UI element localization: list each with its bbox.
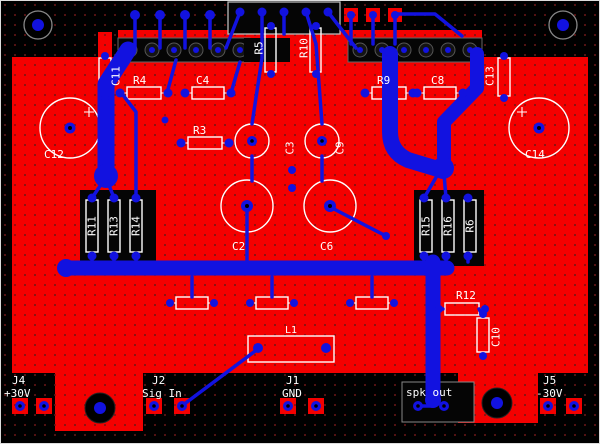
label-l1: L1 [285,325,297,336]
label-r10: R10 [298,38,311,58]
label-j1-net: GND [282,387,302,400]
polarity-mark-c14 [517,107,527,117]
label-r14: R14 [130,216,143,236]
label-c12: C12 [44,148,64,161]
label-c3: C3 [284,141,297,154]
label-r9: R9 [377,74,390,87]
label-r12: R12 [456,289,476,302]
label-j1: J1 [286,374,299,387]
label-j2-net: Sig In [142,387,182,400]
label-c2: C2 [232,240,245,253]
pads-and-vias [15,7,579,414]
label-r16: R16 [442,216,455,236]
silkscreen-labels: C11 C12 C13 C14 R4 C4 R5 R10 R9 C8 R3 C3… [4,38,563,400]
label-r15: R15 [420,216,433,236]
label-r11: R11 [86,216,99,236]
label-j5-net: -30V [536,387,563,400]
label-c8: C8 [431,74,444,87]
label-c11: C11 [110,66,123,86]
label-j4: J4 [12,374,26,387]
label-c13: C13 [484,66,497,86]
polarity-mark-c12 [84,107,94,117]
label-r6: R6 [464,219,477,232]
label-c6: C6 [320,240,333,253]
inductor-outline-l1 [247,335,335,363]
label-c10: C10 [490,327,503,347]
label-r3: R3 [193,124,206,137]
label-r5: R5 [253,41,266,54]
label-j4-net: +30V [4,387,31,400]
label-c9: C9 [334,141,347,154]
label-j2: J2 [152,374,165,387]
header-block-right [347,37,483,63]
label-r4: R4 [133,74,147,87]
label-c14: C14 [525,148,545,161]
label-j5: J5 [543,374,556,387]
cap-outline-c14 [508,97,570,159]
label-c4: C4 [196,74,210,87]
cap-outline-c6 [303,179,357,233]
label-r13: R13 [108,216,121,236]
label-spk-out: spk out [406,386,452,399]
